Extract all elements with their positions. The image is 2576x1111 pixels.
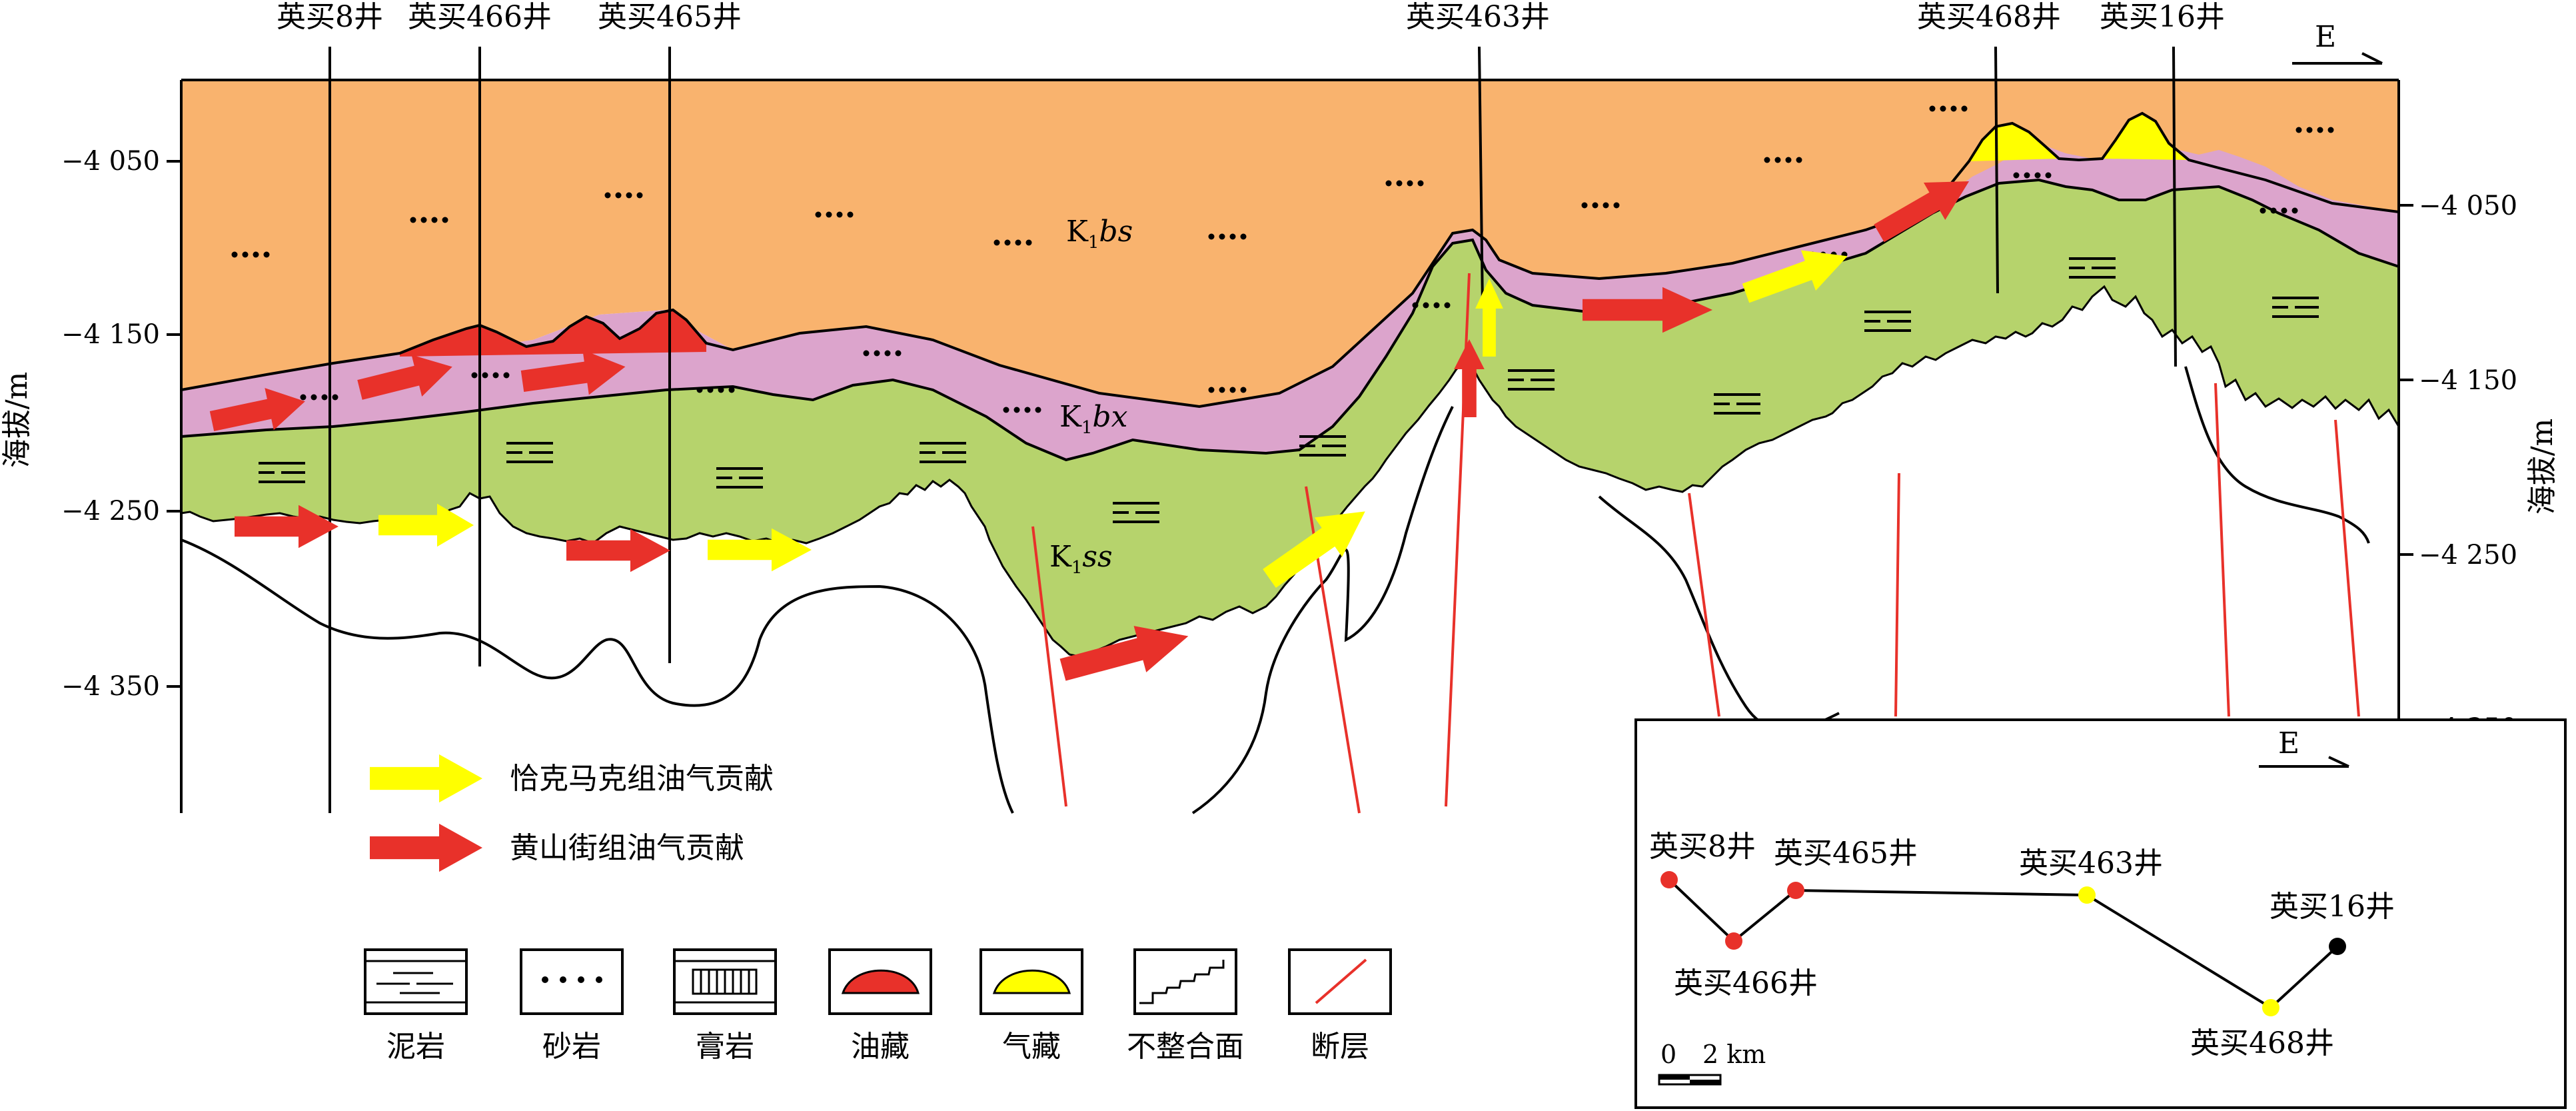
legend-label: 油藏 [851,1030,910,1064]
legend-label: 恰克马克组油气贡献 [510,762,774,796]
inset-well-marker [2262,999,2279,1016]
well-labels: 英买8井 英买466井 英买465井 英买463井 英买468井 英买16井 [277,0,2225,34]
deep-horizon-east [1598,495,1840,732]
y-tick-label: −4 150 [2419,365,2517,396]
sandstone-icon [520,948,624,1015]
y-tick-label: −4 250 [61,496,160,527]
scale-zero-label: 0 [1660,1040,1676,1069]
inset-frame [1634,718,2567,1109]
well-line-468 [1994,46,1999,294]
layer-bs [181,80,2399,407]
gas-reservoir-icon [992,969,1071,994]
inset-well-marker [2078,886,2096,904]
legend-arrow-yellow-icon [370,754,482,803]
formation-label-ss: K1ss [1049,540,1113,578]
legend-item: 不整合面 [1127,948,1244,1064]
inset-well-label: 英买468井 [2190,1026,2334,1060]
legend-label: 不整合面 [1127,1030,1244,1064]
legend-label: 膏岩 [696,1030,754,1064]
y-tick-label: −4 150 [61,319,160,350]
legend-label: 泥岩 [386,1030,445,1064]
mudstone-icon [364,948,468,1015]
gas-reservoir-468 [1969,123,2059,161]
well-line-16 [2172,46,2177,367]
legend-item: 断层 [1288,948,1392,1064]
legend-item: 油藏 [828,948,932,1064]
layer-bx [181,140,2399,460]
legend-label: 气藏 [1002,1030,1061,1064]
inset-scale-bar: 0 2 km [1658,1040,1766,1086]
inset-route-line [1668,878,2339,1010]
legend-item: 泥岩 [364,948,468,1064]
inset-well-label: 英买16井 [2269,890,2395,924]
inset-well-label: 英买465井 [1774,836,1918,870]
legend-label: 断层 [1311,1030,1369,1064]
inset-well-label: 英买8井 [1649,830,1756,864]
well-line-463 [1478,46,1484,307]
fault-6 [2214,383,2230,717]
formation-label-bx: K1bx [1059,400,1128,438]
section-body: K1bs K1bx K1ss [180,46,2400,814]
fault-1 [1031,526,1067,807]
well-label: 英买468井 [1917,0,2061,34]
inset-well-marker [1725,932,1742,950]
unconformity-line [181,285,2400,658]
layer-ss [181,180,2399,656]
well-label: 英买465井 [598,0,742,34]
inset-well-marker [2329,938,2346,955]
y-tick-label: −4 050 [61,146,160,177]
lithology-legend: 泥岩 砂岩 膏岩 油藏 [364,948,1392,1064]
fault-7 [2334,419,2360,717]
y-axis-title-right: 海拔/m [2525,419,2559,515]
legend-item: 膏岩 [673,948,777,1064]
fault-4 [1688,493,1720,717]
deep-horizon-far-east [2184,366,2370,544]
fault-icon [1315,958,1367,1004]
inset-well-label: 英买463井 [2019,846,2163,880]
inset-direction-label: E [2278,726,2299,760]
legend-arrow-red-icon [370,823,482,872]
y-tick-label: −4 250 [2419,540,2517,570]
well-label: 英买16井 [2100,0,2225,34]
well-label: 英买8井 [277,0,383,34]
legend-item: 气藏 [979,948,1083,1064]
inset-map: E 英买8井 英买466井 英买465井 英买463井 英买468井 英买16井… [1634,718,2567,1109]
y-tick-label: −4 350 [61,671,160,702]
y-tick-label: −4 050 [2419,191,2517,221]
well-label: 英买463井 [1406,0,1550,34]
inset-well-marker [1787,882,1804,899]
y-axis-title-left: 海拔/m [0,372,34,469]
boundary-bx-ss [181,178,2399,462]
well-label: 英买466井 [408,0,552,34]
oil-reservoir-icon [841,969,920,994]
fault-5 [1894,473,1900,717]
arrow-legend: 恰克马克组油气贡献 黄山街组油气贡献 [370,754,774,872]
direction-label: E [2315,20,2336,54]
scale-label: 2 km [1702,1040,1766,1069]
legend-item: 砂岩 [520,948,624,1064]
right-y-axis: 海拔/m −4 050 −4 150 −4 250 −4 350 [2399,191,2559,744]
legend-label: 砂岩 [542,1030,601,1064]
oil-reservoir-west [400,310,706,357]
inset-well-marker [1660,871,1678,888]
boundary-bs-bx [181,111,2399,409]
inset-well-label: 英买466井 [1674,966,1818,1000]
gas-reservoir-16 [2102,113,2189,160]
direction-indicator: E [2292,20,2383,65]
formation-label-bs: K1bs [1066,215,1133,253]
left-y-axis: 海拔/m −4 050 −4 150 −4 250 −4 350 [0,146,181,702]
unconformity-icon [1139,960,1225,1004]
legend-label: 黄山街组油气贡献 [510,831,744,865]
deep-horizon-west [181,539,1014,814]
